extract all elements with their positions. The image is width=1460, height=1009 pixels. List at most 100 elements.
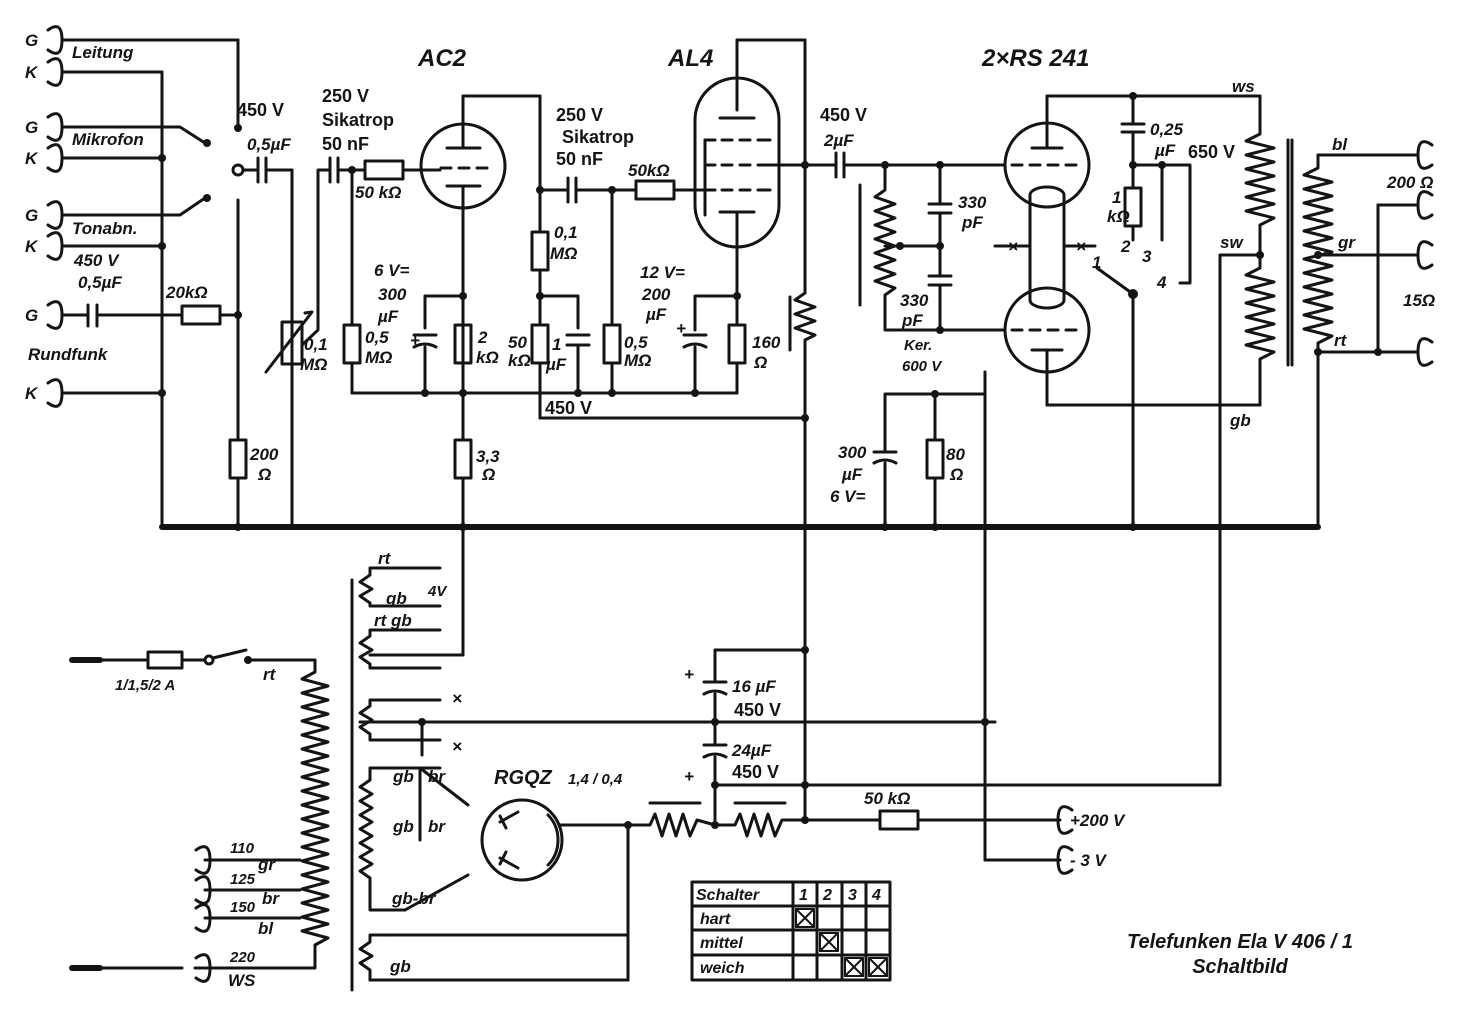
- term-g-1: G: [25, 31, 38, 50]
- label-tap-110: 110: [230, 840, 255, 857]
- label-20k: 20kΩ: [165, 283, 208, 302]
- resistor-0-1M: [530, 230, 550, 272]
- plus-c16: +: [684, 665, 694, 684]
- label-c200-a: 200: [641, 285, 671, 304]
- x-mark-right: ×: [1076, 237, 1086, 256]
- label-c200-voltage: 12 V=: [640, 263, 685, 282]
- label-ac2: AC2: [417, 45, 467, 72]
- label-c300-voltage: 6 V=: [374, 261, 410, 280]
- label-c025-b: µF: [1154, 141, 1176, 160]
- label-r33-a: 3,3: [476, 447, 500, 466]
- label-tap-br: br: [262, 889, 280, 908]
- al4-tube: [693, 76, 781, 249]
- label-sec-rt: rt: [378, 549, 392, 568]
- resistor-2k: [453, 323, 473, 365]
- label-tonabn: Tonabn.: [72, 219, 137, 238]
- resistor-20k: [180, 304, 222, 326]
- term-g-4: G: [25, 306, 38, 325]
- label-input-cap-value: 0,5µF: [78, 273, 122, 292]
- label-bl: bl: [1332, 135, 1348, 154]
- label-gr: gr: [1337, 233, 1356, 252]
- label-c3-value: 50 nF: [556, 149, 603, 169]
- fuse: [146, 650, 184, 670]
- label-tap-ws: WS: [228, 971, 256, 990]
- label-c1u-b: µF: [545, 355, 567, 374]
- label-r200-a: 200: [249, 445, 279, 464]
- term-k-1: K: [25, 63, 39, 82]
- table-row-weich: weich: [700, 960, 745, 977]
- resistor-50k: [363, 159, 405, 181]
- label-c300-a: 300: [378, 285, 407, 304]
- plus-c24: +: [684, 767, 694, 786]
- power-supply: [69, 370, 1222, 992]
- label-c330a-b: pF: [961, 213, 983, 232]
- table-row-hart: hart: [700, 911, 731, 928]
- label-out-plus200: +200 V: [1070, 811, 1126, 830]
- plus-c200: +: [676, 319, 686, 338]
- label-r2k-b: kΩ: [476, 348, 499, 367]
- label-switch-1: 1: [1092, 253, 1101, 272]
- label-c3-type: Sikatrop: [562, 127, 634, 147]
- label-c2-value: 50 nF: [322, 134, 369, 154]
- term-k-2: K: [25, 149, 39, 168]
- label-r05b-b: MΩ: [624, 351, 651, 370]
- label-c300k-b: µF: [841, 465, 863, 484]
- term-g-2: G: [25, 118, 38, 137]
- label-tap-125: 125: [230, 871, 256, 888]
- caption-subtitle: Schaltbild: [1192, 956, 1288, 978]
- label-r05b-a: 0,5: [624, 333, 648, 352]
- label-sw: sw: [1220, 233, 1244, 252]
- resistor-80: [925, 438, 945, 480]
- label-c3-voltage: 250 V: [556, 105, 603, 125]
- table-header: Schalter: [696, 887, 760, 904]
- plus-c300: +: [410, 331, 420, 350]
- label-sec-gb4: gb: [389, 957, 411, 976]
- ac2-stage: [241, 94, 542, 531]
- table-mark-x: [795, 908, 815, 928]
- label-rs241: 2×RS 241: [981, 45, 1089, 72]
- label-c1u-a: 1: [552, 335, 561, 354]
- label-r50k-grid: 50kΩ: [628, 161, 670, 180]
- x-mark-s2: ×: [452, 737, 462, 756]
- label-sec-gb2: gb: [392, 767, 414, 786]
- label-rgqz-spec: 1,4 / 0,4: [568, 771, 623, 788]
- switch-table: [690, 880, 892, 982]
- label-r50k: 50 kΩ: [355, 183, 401, 202]
- label-r160-a: 160: [752, 333, 781, 352]
- label-r80-b: Ω: [949, 465, 963, 484]
- resistor-160: [727, 323, 747, 365]
- caption-title: Telefunken Ela V 406 / 1: [1127, 931, 1353, 953]
- table-col-2: 2: [822, 887, 832, 904]
- label-c300k-a: 300: [838, 443, 867, 462]
- label-r160-b: Ω: [753, 353, 767, 372]
- label-switch-2: 2: [1120, 237, 1131, 256]
- output-transformer: [1218, 94, 1434, 787]
- label-b450: 450 V: [545, 398, 592, 418]
- label-sec-gb: gb: [385, 589, 407, 608]
- label-r01-b: MΩ: [550, 244, 577, 263]
- term-k-3: K: [25, 237, 39, 256]
- label-c24-value: 24µF: [731, 741, 772, 760]
- table-col-4: 4: [871, 887, 881, 904]
- label-c330b-b: pF: [901, 311, 923, 330]
- resistor-200: [228, 438, 248, 480]
- label-out-15: 15Ω: [1403, 291, 1435, 310]
- table-col-3: 3: [848, 887, 857, 904]
- x-mark-s1: ×: [452, 689, 462, 708]
- table-col-1: 1: [799, 887, 808, 904]
- label-gb: gb: [1229, 411, 1251, 430]
- label-c330b-a: 330: [900, 291, 929, 310]
- label-al4: AL4: [667, 45, 713, 72]
- label-r05-b: MΩ: [365, 348, 392, 367]
- label-r200-b: Ω: [257, 465, 271, 484]
- label-sec-br: br: [428, 767, 446, 786]
- label-r05-a: 0,5: [365, 328, 389, 347]
- label-c4-voltage: 450 V: [820, 105, 867, 125]
- label-c1-voltage: 450 V: [237, 100, 284, 120]
- label-c2-voltage: 250 V: [322, 86, 369, 106]
- label-rt: rt: [1334, 331, 1348, 350]
- label-sec-rtgb: rt gb: [374, 611, 412, 630]
- label-ker-a: Ker.: [904, 337, 932, 354]
- label-c200-b: µF: [645, 305, 667, 324]
